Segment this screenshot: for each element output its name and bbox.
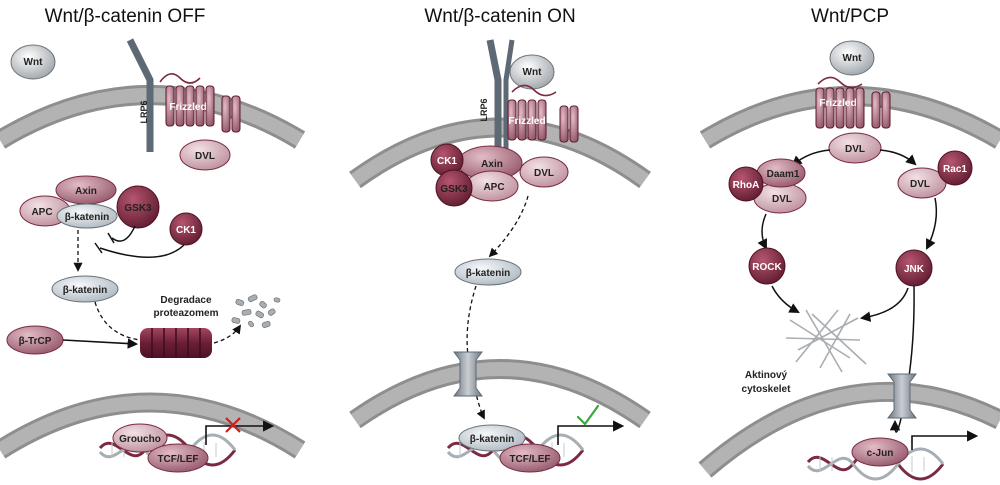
dvl-to-rac1-arrow xyxy=(879,149,917,166)
gsk3-label: GSK3 xyxy=(440,184,468,195)
actin-cytoskeleton xyxy=(785,309,867,373)
ck1-label: CK1 xyxy=(437,156,457,167)
rock-protein: ROCK xyxy=(748,247,786,285)
frizzled-label: Frizzled xyxy=(819,98,856,109)
nuclear-membrane-inner xyxy=(350,362,650,426)
beta-catenin-nucleus: β-katenin xyxy=(458,424,526,452)
bcat-accumulation-arrow xyxy=(488,195,529,258)
wnt-ligand: Wnt xyxy=(509,54,555,90)
rock-label: ROCK xyxy=(752,262,782,273)
cjun-protein: c-Jun xyxy=(851,437,909,467)
frizzled-label: Frizzled xyxy=(508,116,545,127)
bcat-to-proteasome-arrow xyxy=(94,301,141,341)
btrcp-label: β-TrCP xyxy=(19,336,52,347)
wnt-ligand: Wnt xyxy=(829,40,875,76)
dvl-protein: DVL xyxy=(179,139,231,171)
wnt-label: Wnt xyxy=(843,53,863,64)
jnk-label: JNK xyxy=(904,264,925,275)
btrcp-arrow xyxy=(62,338,139,349)
destruction-complex: Axin APC GSK3 β-katenin xyxy=(19,175,160,229)
groucho-protein: Groucho xyxy=(112,423,168,453)
transcription-arrow-on xyxy=(557,420,625,445)
groucho-label: Groucho xyxy=(119,434,161,445)
wnt-label: Wnt xyxy=(24,57,44,68)
nuclear-import-arrow xyxy=(466,285,485,420)
apc-label: APC xyxy=(483,182,504,193)
dvl-to-rhoa-arrow xyxy=(791,149,831,167)
panel-off-title: Wnt/β-catenin OFF xyxy=(45,6,206,27)
jnk-to-cytoskeleton-arrow xyxy=(859,287,909,322)
axin-label: Axin xyxy=(481,159,503,170)
ck1-inhibition-line xyxy=(99,244,185,258)
rac1-complex: DVL Rac1 xyxy=(897,150,973,199)
panel-pcp: Wnt/PCP Wnt Frizzled DVL DVL xyxy=(698,6,1000,481)
cytoskeleton-label-2: cytoskelet xyxy=(742,384,792,395)
transcription-arrow-off xyxy=(205,420,275,445)
dvl-top: DVL xyxy=(828,132,882,164)
transcription-active-icon xyxy=(576,404,600,426)
nuclear-pore xyxy=(887,373,917,419)
dvl-top-label: DVL xyxy=(845,144,865,155)
tcf-lef-label: TCF/LEF xyxy=(157,454,198,465)
beta-catenin-cytoplasm: β-katenin xyxy=(454,258,522,286)
frizzled-receptor: Frizzled xyxy=(815,76,891,129)
daam1-label: Daam1 xyxy=(767,169,800,180)
proteasome xyxy=(140,328,212,358)
gsk3-label: GSK3 xyxy=(124,203,152,214)
panel-pcp-title: Wnt/PCP xyxy=(811,6,889,27)
membrane-complex: Axin APC CK1 GSK3 DVL xyxy=(430,143,569,207)
dvl-right-label: DVL xyxy=(910,179,930,190)
dvl-label: DVL xyxy=(534,168,554,179)
transcription-arrow-pcp xyxy=(911,430,979,450)
frizzled-receptor: Frizzled xyxy=(159,73,241,133)
wnt-ligand: Wnt xyxy=(10,44,56,80)
panel-off: Wnt/β-catenin OFF Wnt LRP6 Frizzled DVL xyxy=(0,6,306,473)
nuclear-membrane-inner xyxy=(0,395,304,456)
nuclear-membrane-inner xyxy=(700,384,1000,476)
beta-catenin-cyto-label: β-katenin xyxy=(466,268,510,279)
tcf-lef-protein: TCF/LEF xyxy=(499,443,561,473)
lrp6-label: LRP6 xyxy=(479,98,489,121)
wnt-label: Wnt xyxy=(523,67,543,78)
panel-on-title: Wnt/β-catenin ON xyxy=(424,6,575,27)
cytoskeleton-label-1: Aktinový xyxy=(745,370,788,381)
rhoa-label: RhoA xyxy=(733,180,760,191)
lrp6-label: LRP6 xyxy=(139,100,149,123)
transcription-blocked-icon xyxy=(225,417,241,433)
nuclear-pore xyxy=(453,351,483,397)
lrp6-receptor: LRP6 xyxy=(126,38,154,152)
gsk3-inhibition-bar xyxy=(107,232,115,244)
beta-catenin-free: β-katenin xyxy=(51,275,119,303)
degradation-label-1: Degradace xyxy=(160,295,212,306)
rac1-label: Rac1 xyxy=(943,164,967,175)
ck1-label: CK1 xyxy=(176,225,196,236)
tcf-lef-label: TCF/LEF xyxy=(509,454,550,465)
dvl-left-label: DVL xyxy=(772,194,792,205)
beta-catenin-complex-label: β-katenin xyxy=(65,212,109,223)
ck1-protein: CK1 xyxy=(169,212,203,246)
rac1-to-jnk-arrow xyxy=(926,197,938,250)
btrcp-protein: β-TrCP xyxy=(6,325,64,355)
degraded-fragments xyxy=(231,294,281,328)
rock-to-cytoskeleton-arrow xyxy=(771,285,800,314)
frizzled-label: Frizzled xyxy=(169,102,206,113)
apc-label: APC xyxy=(31,207,52,218)
panel-on: Wnt/β-catenin ON LRP6 Wnt Frizzled Axin xyxy=(349,6,651,473)
tcf-lef-protein: TCF/LEF xyxy=(147,443,209,473)
axin-label: Axin xyxy=(75,186,97,197)
jnk-protein: JNK xyxy=(895,249,933,287)
lrp6-receptor: LRP6 xyxy=(479,39,515,150)
rhoa-complex: DVL Daam1 RhoA xyxy=(728,158,807,214)
beta-catenin-free-label: β-katenin xyxy=(63,285,107,296)
dvl-label: DVL xyxy=(195,151,215,162)
degradation-arrow xyxy=(213,324,242,344)
rhoa-to-rock-arrow xyxy=(757,213,767,250)
beta-catenin-nuc-label: β-katenin xyxy=(470,434,514,445)
cjun-label: c-Jun xyxy=(867,448,894,459)
gsk3-inhibition-line xyxy=(111,225,136,242)
degradation-label-2: proteazomem xyxy=(153,308,218,319)
frizzled-receptor: Frizzled xyxy=(507,84,579,143)
ck1-inhibition-bar xyxy=(94,242,103,254)
